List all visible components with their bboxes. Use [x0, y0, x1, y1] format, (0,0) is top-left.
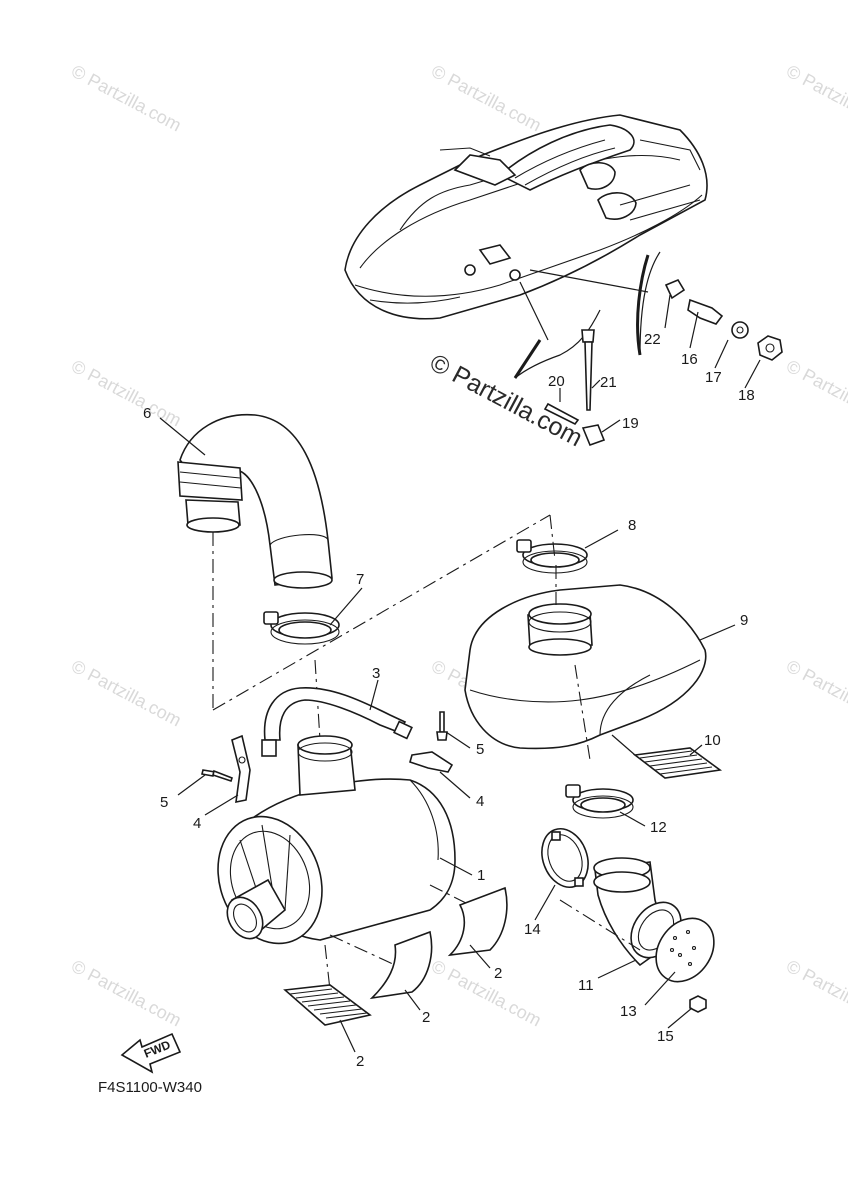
watermark: © Partzilla.com [68, 656, 184, 731]
callout-19: 19 [622, 415, 639, 432]
callout-5: 5 [476, 741, 484, 758]
callout-3: 3 [372, 665, 380, 682]
part-14-clamp-ring [541, 828, 589, 888]
callout-4: 4 [476, 793, 484, 810]
callout-6: 6 [143, 405, 151, 422]
watermark: © Partzilla.com [428, 61, 544, 136]
leader-lines [159, 294, 761, 1053]
watermark: © Partzilla.com [68, 956, 184, 1031]
callout-9: 9 [740, 612, 748, 629]
callout-18: 18 [738, 387, 755, 404]
part-18 [757, 335, 783, 361]
callout-2: 2 [356, 1053, 364, 1070]
part-19 [581, 424, 606, 447]
callout-17: 17 [705, 369, 722, 386]
callout-12: 12 [650, 819, 667, 836]
part-9-resonator-box [464, 565, 707, 761]
callout-2: 2 [422, 1009, 430, 1026]
watermark: © Partzilla.com [428, 956, 544, 1031]
callout-4: 4 [193, 815, 201, 832]
part-2-pads [283, 886, 508, 1026]
part-10-foam-pad [611, 734, 723, 779]
callout-15: 15 [657, 1028, 674, 1045]
callout-13: 13 [620, 1003, 637, 1020]
watermark: © Partzilla.com [783, 356, 848, 431]
part-20 [543, 402, 580, 426]
watermark: © Partzilla.com [68, 356, 184, 431]
part-5-screw-right [436, 711, 448, 741]
callout-5: 5 [160, 794, 168, 811]
callout-14: 14 [524, 921, 541, 938]
part-11-elbow-assembly [559, 857, 682, 967]
callout-16: 16 [681, 351, 698, 368]
watermark: © Partzilla.com [68, 61, 184, 136]
watermark: © Partzilla.com [783, 956, 848, 1031]
callout-7: 7 [356, 571, 364, 588]
callout-22: 22 [644, 331, 661, 348]
callout-20: 20 [548, 373, 565, 390]
part-4-bracket-left [231, 734, 251, 804]
fwd-arrow: FWD [120, 1032, 182, 1074]
callout-11: 11 [578, 977, 594, 994]
part-1-air-filter [212, 514, 556, 966]
part-7-hose-clamp [263, 611, 340, 645]
center-watermark: © Partzilla.com [425, 349, 587, 453]
part-15-nut [689, 995, 707, 1013]
part-3-strap [261, 687, 413, 757]
part-17 [731, 321, 749, 339]
callout-2: 2 [494, 965, 502, 982]
callout-8: 8 [628, 517, 636, 534]
part-22 [664, 278, 686, 300]
callout-10: 10 [704, 732, 721, 749]
hardware-parts [543, 278, 783, 447]
part-12-hose-clamp [565, 784, 634, 819]
watermark: © Partzilla.com [783, 656, 848, 731]
part-21 [581, 329, 595, 343]
part-16 [687, 298, 724, 325]
callout-21: 21 [600, 374, 617, 391]
watercraft-overview [344, 114, 708, 379]
callout-labels: 6 7 8 9 10 12 3 5 4 5 4 1 2 2 2 14 11 13… [143, 331, 755, 1070]
part-6-duct-hose [177, 413, 333, 710]
diagram-code: F4S1100-W340 [98, 1079, 202, 1096]
part-4-bracket-right [409, 751, 454, 773]
part-5-screw-left [201, 769, 233, 783]
part-13-cover-plate [655, 917, 715, 983]
callout-1: 1 [477, 867, 485, 884]
watermark: © Partzilla.com [783, 61, 848, 136]
part-8-hose-clamp [516, 539, 588, 574]
